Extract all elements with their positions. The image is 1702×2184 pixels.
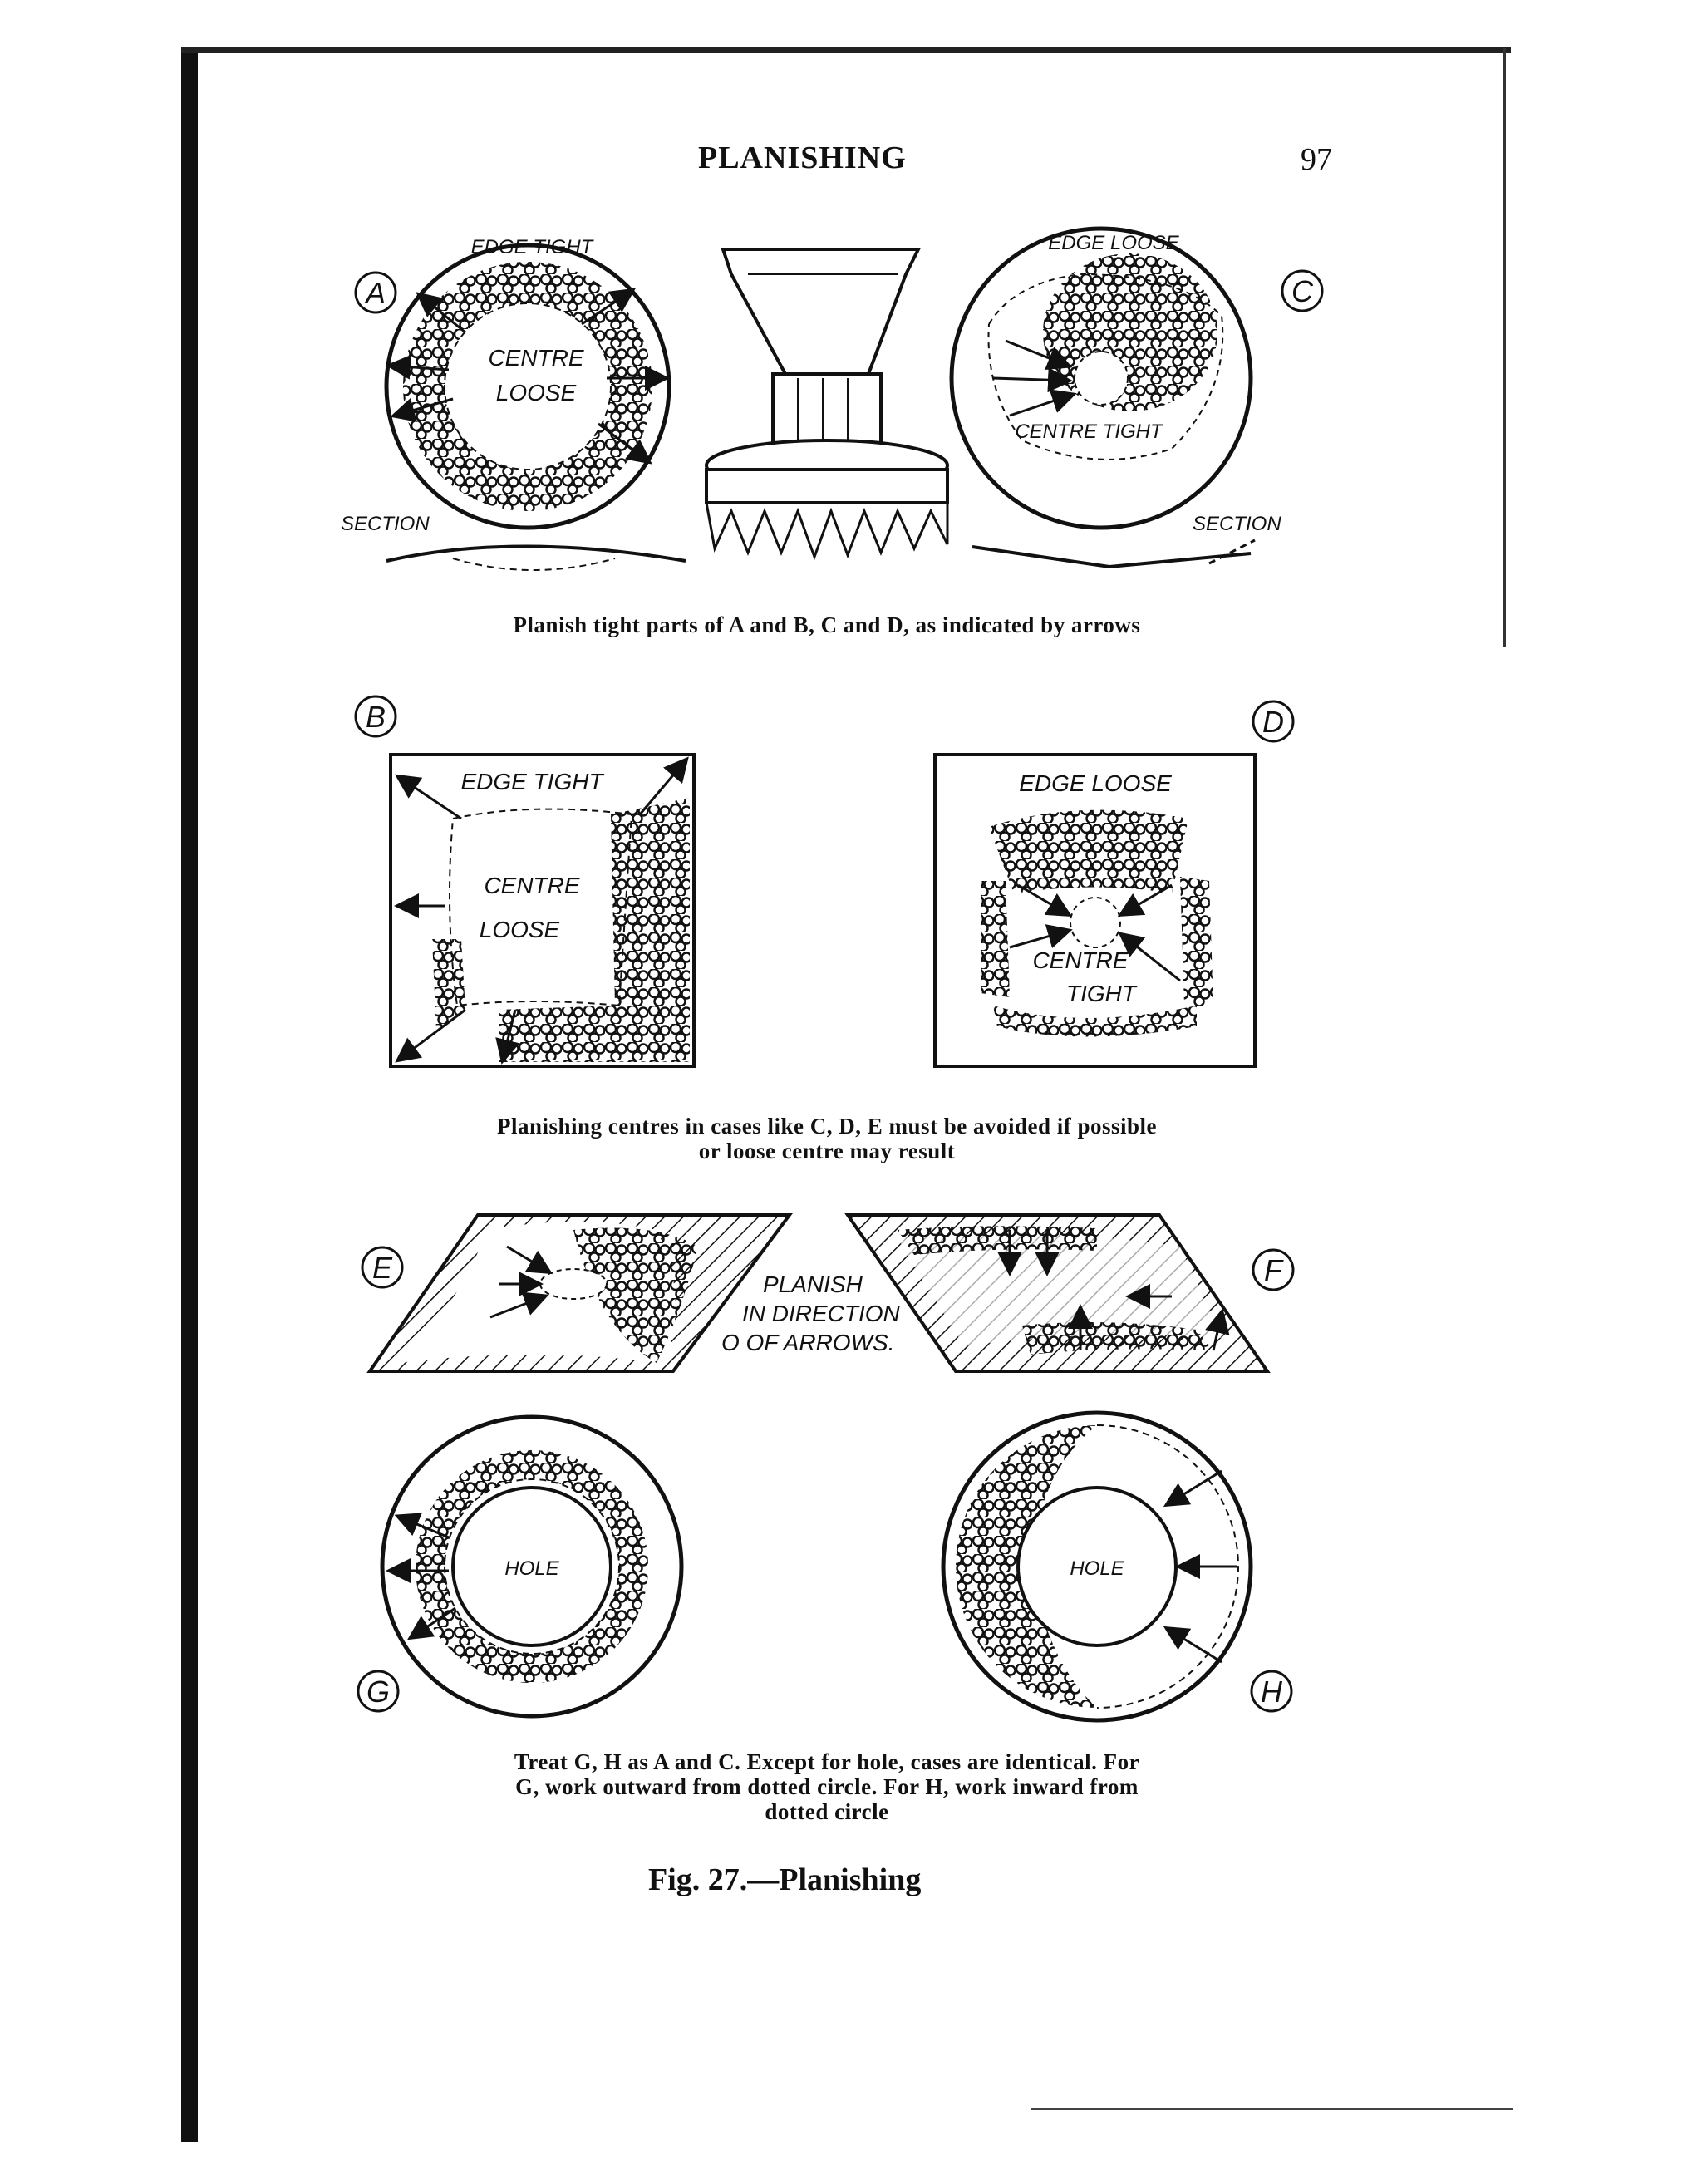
diagram-g: G HOLE: [357, 1414, 684, 1719]
d-tight-label: TIGHT: [1066, 981, 1138, 1006]
caption-bottom-line1: Treat G, H as A and C. Except for hole, …: [514, 1749, 1140, 1774]
c-section-label: SECTION: [1193, 513, 1281, 535]
caption-bottom: Treat G, H as A and C. Except for hole, …: [366, 1749, 1288, 1824]
scan-border-top: [181, 47, 1511, 53]
caption-middle-line2: or loose centre may result: [698, 1139, 956, 1163]
label-g: G: [366, 1675, 390, 1709]
caption-bottom-line2: G, work outward from dotted circle. For …: [515, 1774, 1139, 1799]
diagram-h: H HOLE: [941, 1410, 1293, 1723]
diagram-f: F: [844, 1213, 1295, 1373]
label-d: D: [1262, 705, 1284, 739]
a-loose-label: LOOSE: [496, 380, 577, 406]
caption-middle: Planishing centres in cases like C, D, E…: [366, 1114, 1288, 1163]
c-centre-label: CENTRE TIGHT: [1015, 421, 1164, 443]
diagram-e: E: [361, 1213, 793, 1373]
scan-border-right: [1503, 48, 1506, 647]
label-h: H: [1261, 1675, 1283, 1709]
b-edge-label: EDGE TIGHT: [460, 769, 604, 794]
b-loose-label: LOOSE: [480, 917, 560, 942]
scan-bottom-rule: [1031, 2108, 1513, 2110]
diagram-c: C EDGE LOOSE CENTRE TIGHT SECTION: [949, 226, 1324, 569]
ef-note-line3: O OF ARROWS.: [721, 1330, 894, 1355]
a-section-label: SECTION: [341, 513, 430, 535]
d-centre-label: CENTRE: [1032, 947, 1128, 973]
diagram-a: A EDGE TIGHT CENTRE LOOSE SECTION: [341, 236, 686, 571]
h-hole-label: HOLE: [1070, 1557, 1124, 1580]
c-edge-label: EDGE LOOSE: [1048, 232, 1179, 254]
figure-caption: Fig. 27.—Planishing: [648, 1862, 922, 1897]
caption-middle-line1: Planishing centres in cases like C, D, E…: [496, 1114, 1158, 1139]
ef-note-line2: IN DIRECTION: [742, 1301, 901, 1326]
a-centre-label: CENTRE: [488, 345, 583, 371]
label-c: C: [1291, 274, 1314, 308]
ef-note-line1: PLANISH: [763, 1272, 863, 1297]
caption-top: Planish tight parts of A and B, C and D,…: [513, 612, 1141, 637]
diagram-d: D EDGE LOOSE CENTRE TIGHT: [933, 700, 1295, 1068]
a-edge-label: EDGE TIGHT: [471, 236, 595, 258]
d-edge-label: EDGE LOOSE: [1019, 770, 1172, 796]
label-f: F: [1264, 1253, 1284, 1287]
running-head: PLANISHING: [698, 140, 907, 175]
g-hole-label: HOLE: [504, 1557, 559, 1580]
label-e: E: [372, 1251, 393, 1285]
label-b: B: [366, 700, 386, 734]
stake-illustration: [705, 248, 949, 561]
b-centre-label: CENTRE: [484, 873, 579, 898]
page-number: 97: [1301, 142, 1332, 177]
diagram-b: B EDGE TIGHT CENTRE LOOSE: [354, 695, 696, 1068]
label-a: A: [364, 276, 386, 310]
caption-bottom-line3: dotted circle: [765, 1799, 889, 1824]
scan-border-left: [181, 48, 198, 2142]
